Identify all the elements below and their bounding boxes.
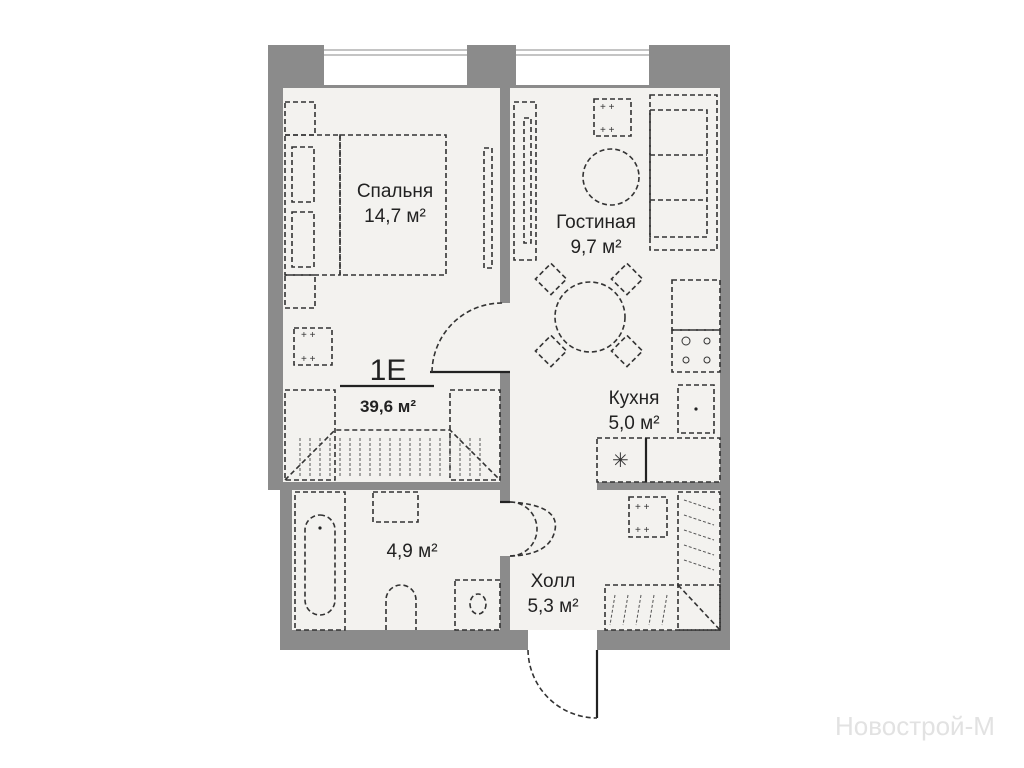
window-bedroom — [324, 45, 467, 85]
doors — [430, 302, 599, 719]
living-area: 9,7 м² — [570, 237, 621, 258]
labels: Спальня 14,7 м² Гостиная 9,7 м² Кухня 5,… — [357, 181, 660, 617]
hall-floor — [510, 482, 597, 630]
living-floor — [510, 88, 720, 482]
bathroom-floor — [292, 490, 500, 630]
apartment-code: 1E — [370, 354, 407, 387]
total-area: 39,6 м² — [360, 397, 416, 416]
bathroom-area: 4,9 м² — [386, 541, 437, 562]
hall-area: 5,3 м² — [527, 596, 578, 617]
furniture: + + + + + + + + ✳ — [284, 94, 721, 631]
window-living — [516, 45, 649, 85]
svg-text:+ +: + + — [635, 525, 650, 536]
bedroom-floor — [283, 88, 500, 482]
watermark: Новострой-М — [835, 711, 995, 741]
svg-text:+ +: + + — [635, 502, 650, 513]
svg-text:+ +: + + — [301, 330, 316, 341]
living-name: Гостиная — [556, 212, 636, 233]
kitchen-name: Кухня — [609, 388, 660, 409]
svg-text:✳: ✳ — [612, 450, 629, 472]
entrance-opening — [528, 630, 597, 651]
walls — [268, 45, 730, 651]
svg-text:+ +: + + — [600, 125, 615, 136]
bedroom-name: Спальня — [357, 181, 433, 202]
bedroom-area: 14,7 м² — [364, 206, 426, 227]
hall-name: Холл — [531, 571, 576, 592]
svg-text:+ +: + + — [600, 102, 615, 113]
svg-text:+ +: + + — [301, 354, 316, 365]
kitchen-area: 5,0 м² — [608, 413, 659, 434]
